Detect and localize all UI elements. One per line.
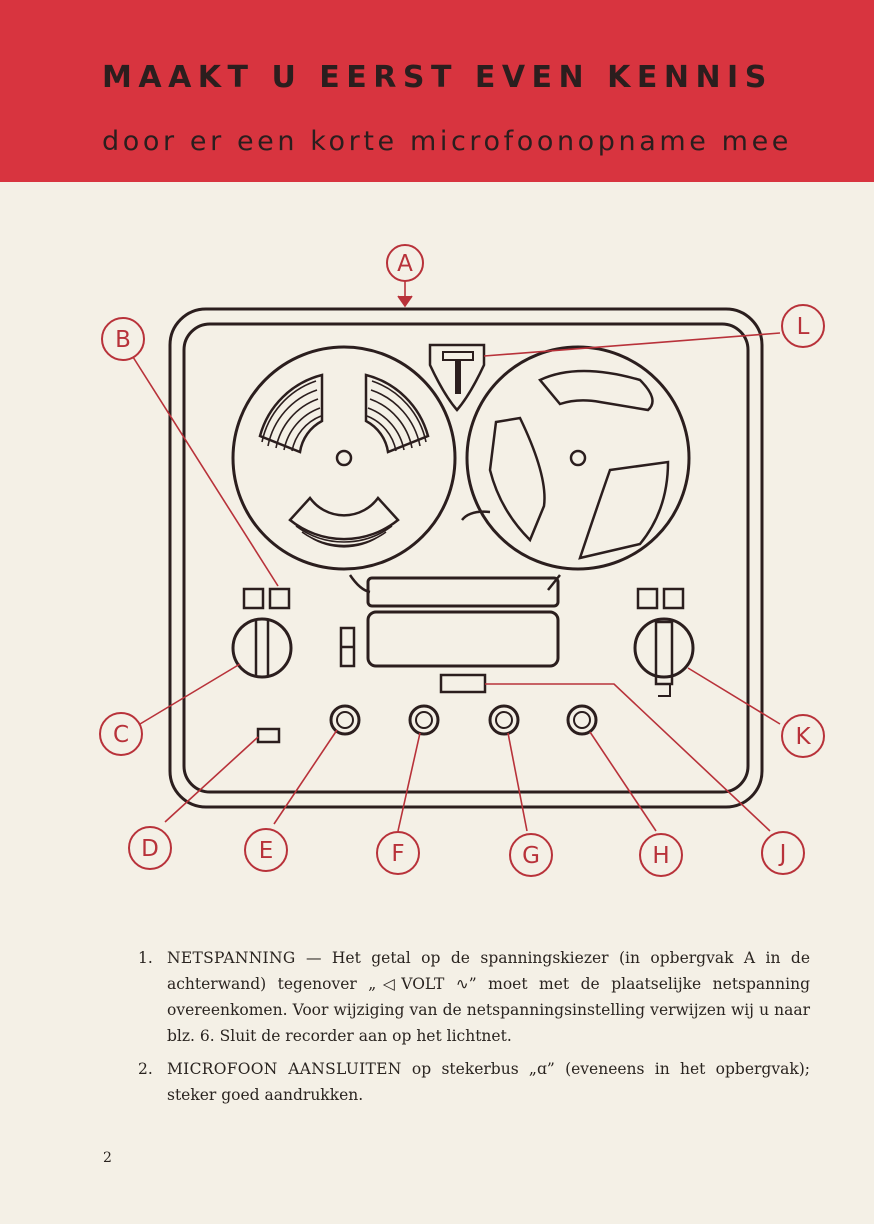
tape-counter: [439, 673, 487, 694]
left-reel: [231, 345, 457, 571]
callout-j: J: [778, 841, 787, 867]
instruction-number: 1.: [138, 949, 153, 967]
callout-f: F: [391, 841, 404, 867]
instruction-item: 2. MICROFOON AANSLUITEN op stekerbus „ɑ”…: [138, 1056, 810, 1108]
tape-recorder-diagram: A B C D E F G H J K L: [99, 244, 825, 877]
tape-guide: [428, 343, 486, 412]
callout-g: G: [522, 843, 540, 869]
function-knob: [633, 617, 695, 679]
callout-c: C: [113, 722, 129, 748]
instruction-text: op stekerbus „ɑ” (eveneens in het opberg…: [167, 1060, 810, 1104]
right-reel: [465, 345, 691, 571]
instruction-term: NETSPANNING: [167, 949, 296, 967]
instruction-term: MICROFOON AANSLUITEN: [167, 1060, 402, 1078]
instruction-item: 1. NETSPANNING — Het getal op de spannin…: [138, 945, 810, 1049]
page-title: MAAKT U EERST EVEN KENNIS: [102, 60, 773, 95]
recorder-casing-inner: [182, 322, 750, 794]
page-subtitle: door er een korte microfoonopname mee: [102, 126, 793, 157]
instruction-number: 2.: [138, 1060, 153, 1078]
instruction-list: 1. NETSPANNING — Het getal op de spannin…: [138, 945, 810, 1115]
callout-h: H: [652, 843, 669, 869]
recorder-casing-outer: [168, 307, 764, 809]
volume-knob: [231, 617, 293, 679]
right-indicator-1: [636, 587, 659, 610]
left-indicator-2: [268, 587, 291, 610]
control-panel-window: [366, 610, 560, 668]
callout-e: E: [259, 838, 274, 864]
callout-b: B: [115, 327, 131, 353]
head-cover: [366, 576, 560, 608]
right-indicator-2: [662, 587, 685, 610]
instruction-text: — Het getal op de spanningskiezer (in op…: [167, 949, 810, 1045]
header-banner: MAAKT U EERST EVEN KENNIS door er een ko…: [0, 0, 874, 182]
left-indicator-1: [242, 587, 265, 610]
page-number: 2: [103, 1150, 112, 1166]
callout-a: A: [397, 251, 413, 277]
callout-d: D: [141, 836, 159, 862]
callout-k: K: [795, 724, 811, 750]
callout-l: L: [797, 314, 810, 340]
push-keys: [329, 704, 598, 736]
small-switch-d: [256, 727, 281, 744]
